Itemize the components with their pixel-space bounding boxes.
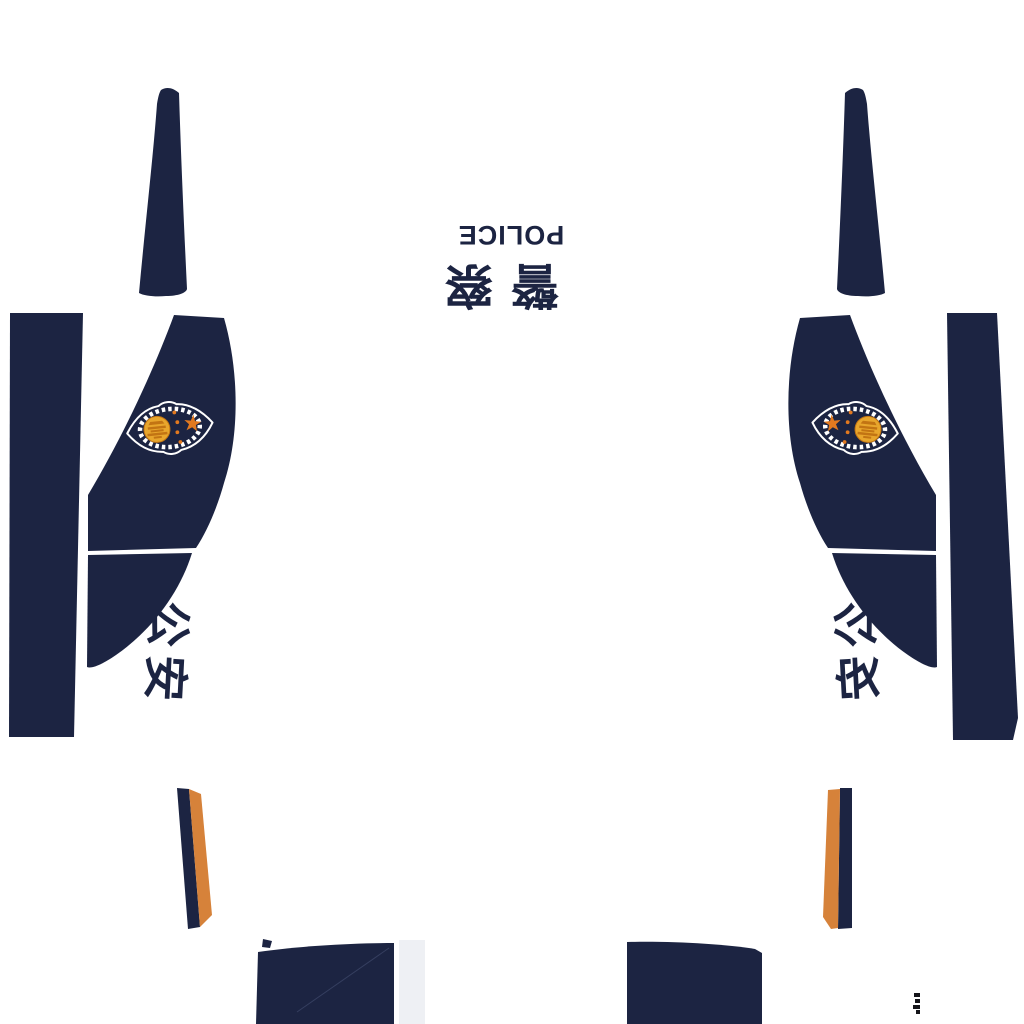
- right-side-bar: [947, 313, 1018, 740]
- police-text: POLICE: [457, 220, 565, 250]
- bottom-right-panel: [627, 941, 762, 1024]
- laurel-wreath-icon: [822, 406, 888, 450]
- left-side-bar: [9, 313, 83, 737]
- left-leg-stripe-navy: [177, 788, 200, 929]
- national-emblem-icon: [143, 415, 171, 443]
- bottom-middle-faint-panel: [399, 940, 425, 1024]
- panel-seam-line: [296, 947, 390, 1013]
- left-leg-stripe-orange: [189, 789, 212, 927]
- right-shoulder-strip: [837, 88, 885, 297]
- laurel-wreath-icon: [137, 406, 203, 450]
- badge-shield: [811, 401, 899, 455]
- bottom-left-panel-tab: [262, 939, 272, 948]
- jingcha-text: 警察: [426, 257, 559, 313]
- left-sleeve-lower: [87, 553, 192, 668]
- artist-mark: [913, 993, 920, 1014]
- bottom-left-panel: [256, 943, 394, 1024]
- police-badge-icon-right: [811, 401, 899, 455]
- gongan-text-left: 公安: [136, 599, 197, 711]
- star-icon: [184, 414, 202, 432]
- left-shoulder-strip: [139, 88, 187, 297]
- national-emblem-icon: [854, 415, 882, 443]
- badge-dots: [172, 410, 183, 444]
- right-leg-stripe-orange: [823, 789, 840, 929]
- right-sleeve-lower: [832, 553, 937, 668]
- right-leg-stripe-navy: [838, 788, 852, 929]
- police-badge-icon-left: [126, 401, 214, 455]
- badge-dots: [842, 410, 853, 444]
- star-icon: [823, 414, 841, 432]
- gongan-text-right: 公安: [827, 599, 888, 711]
